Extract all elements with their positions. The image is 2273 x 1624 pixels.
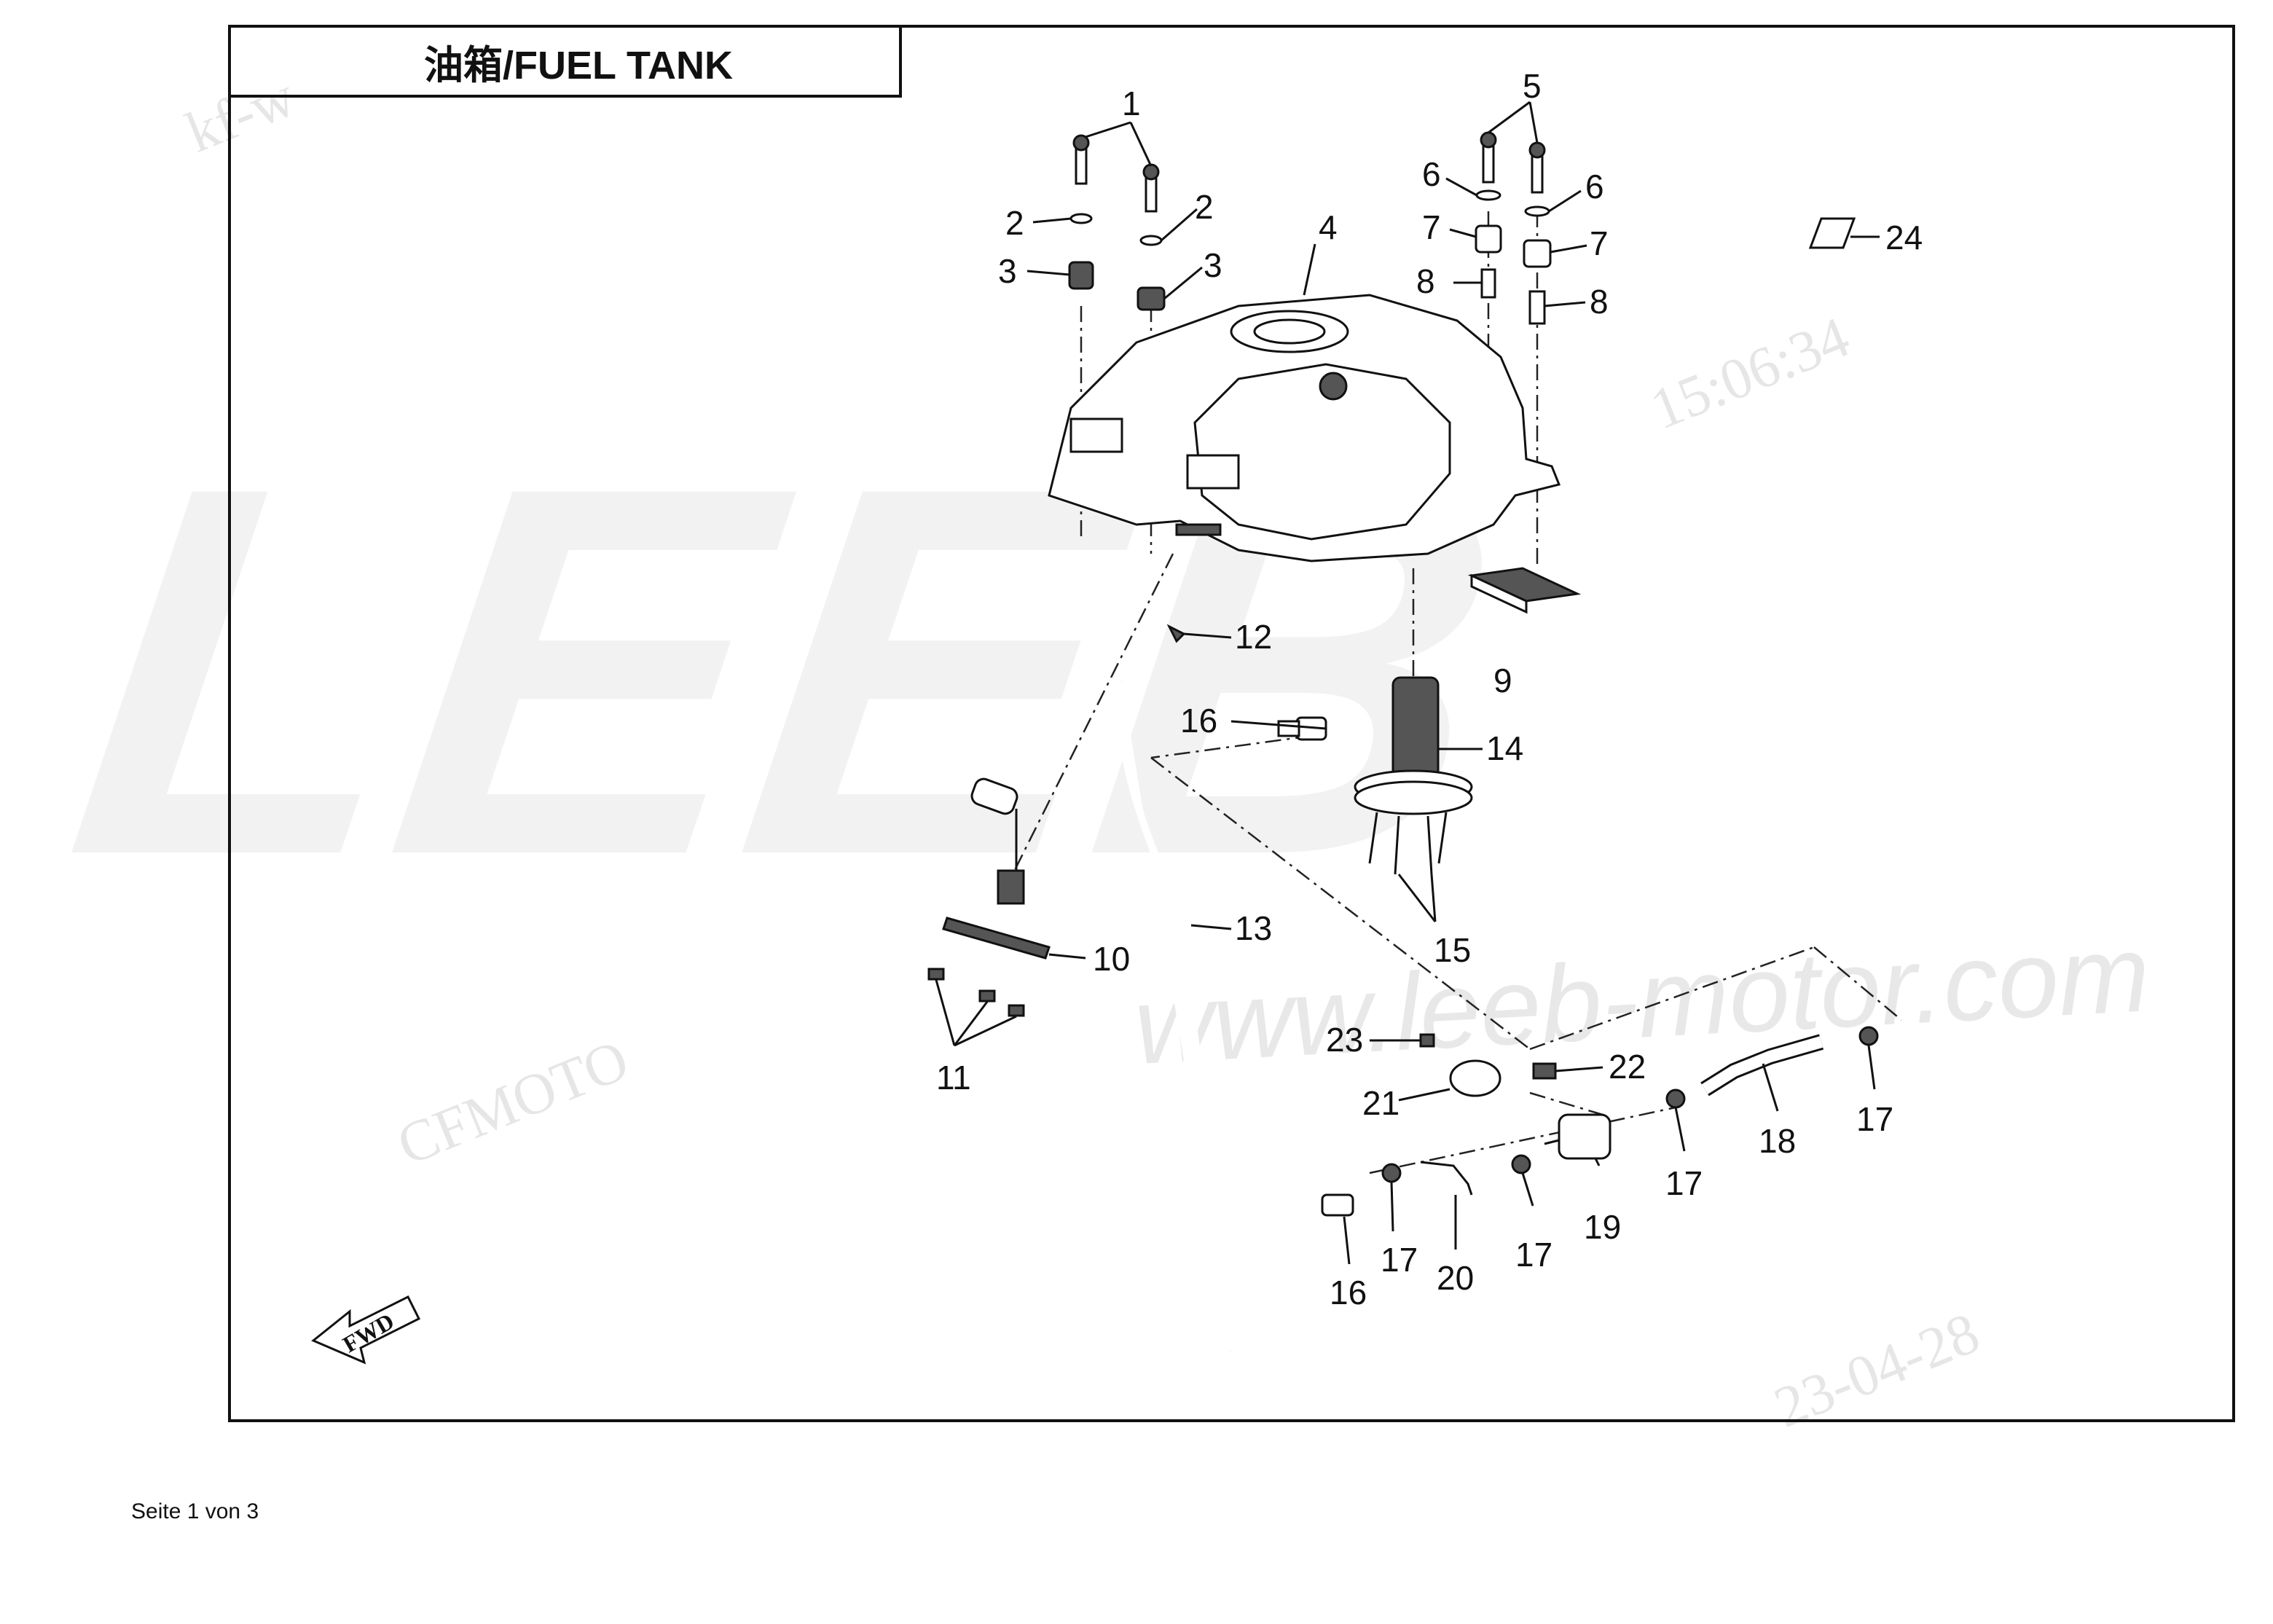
callout-23: 23 bbox=[1326, 1021, 1363, 1059]
callout-1: 1 bbox=[1122, 85, 1141, 122]
mount-hardware-right bbox=[1475, 131, 1552, 325]
callout-19: 19 bbox=[1584, 1208, 1621, 1246]
callout-4: 4 bbox=[1319, 208, 1338, 246]
callout-6a: 6 bbox=[1422, 155, 1441, 193]
callout-16b: 16 bbox=[1330, 1274, 1367, 1311]
callout-6b: 6 bbox=[1585, 168, 1604, 205]
callout-15: 15 bbox=[1434, 931, 1471, 969]
callout-8a: 8 bbox=[1416, 262, 1435, 300]
callout-22: 22 bbox=[1609, 1048, 1646, 1086]
callout-7a: 7 bbox=[1422, 208, 1441, 246]
page-title: 油箱/FUEL TANK bbox=[424, 43, 733, 87]
callout-3b: 3 bbox=[1204, 246, 1222, 284]
mount-hardware-left bbox=[1068, 134, 1166, 311]
callout-17a: 17 bbox=[1381, 1241, 1418, 1279]
callout-10: 10 bbox=[1093, 940, 1130, 978]
title-box: 油箱/FUEL TANK bbox=[228, 25, 902, 98]
callout-labels: 1 2 2 3 3 4 5 6 6 7 7 8 8 9 10 11 12 13 … bbox=[936, 67, 1923, 1311]
page-footer: Seite 1 von 3 bbox=[131, 1499, 259, 1523]
callout-21: 21 bbox=[1362, 1084, 1399, 1122]
callout-24: 24 bbox=[1885, 219, 1923, 256]
fuel-sender-part bbox=[927, 777, 1051, 1017]
label-symbol bbox=[1808, 217, 1856, 249]
callout-2a: 2 bbox=[1005, 204, 1024, 242]
callout-17d: 17 bbox=[1856, 1100, 1893, 1138]
callout-9: 9 bbox=[1493, 662, 1512, 699]
fuel-line-parts bbox=[1321, 1026, 1879, 1217]
fuel-pump-part bbox=[1354, 676, 1473, 875]
callout-14: 14 bbox=[1486, 729, 1523, 767]
drain-hose-inner bbox=[1117, 680, 1235, 1352]
diagram-frame bbox=[228, 25, 2235, 1422]
assembly-lines bbox=[997, 211, 1902, 1174]
callout-20: 20 bbox=[1437, 1259, 1474, 1297]
callout-11: 11 bbox=[936, 1059, 971, 1097]
callout-2b: 2 bbox=[1195, 188, 1214, 226]
callout-17b: 17 bbox=[1515, 1236, 1552, 1274]
rubber-pad-part bbox=[1467, 567, 1582, 614]
callout-13: 13 bbox=[1235, 909, 1272, 947]
callout-16a: 16 bbox=[1180, 702, 1217, 740]
callout-18: 18 bbox=[1759, 1122, 1796, 1160]
clip-part bbox=[1166, 624, 1186, 643]
callout-7b: 7 bbox=[1590, 224, 1609, 262]
callout-leaders bbox=[935, 101, 1880, 1265]
fuel-tank-part bbox=[1048, 294, 1561, 562]
callout-5: 5 bbox=[1523, 67, 1542, 105]
callout-12: 12 bbox=[1235, 618, 1272, 656]
callout-17c: 17 bbox=[1665, 1164, 1703, 1202]
callout-3a: 3 bbox=[998, 252, 1017, 290]
callout-8b: 8 bbox=[1590, 283, 1609, 321]
